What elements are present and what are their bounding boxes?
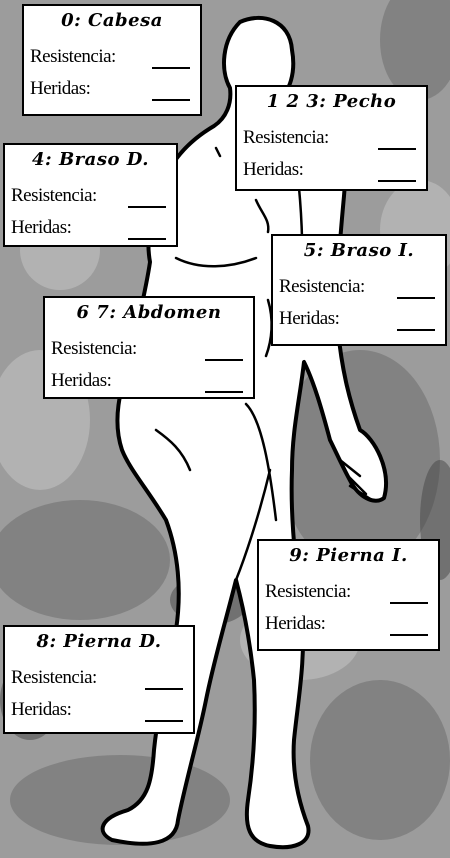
resistance-label: Resistencia: [243, 127, 329, 149]
resistance-label: Resistencia: [11, 185, 97, 207]
wounds-label: Heridas: [11, 699, 71, 721]
wounds-label: Heridas: [11, 217, 71, 239]
card-left-leg-title: 9: Pierna I. [259, 545, 438, 566]
resistance-label: Resistencia: [51, 338, 137, 360]
card-head-title: 0: Cabesa [24, 10, 200, 31]
resistance-row: Resistencia: [30, 46, 190, 72]
wounds-field[interactable] [397, 329, 435, 331]
card-chest-title: 1 2 3: Pecho [237, 91, 426, 112]
wounds-field[interactable] [378, 180, 416, 182]
resistance-label: Resistencia: [11, 667, 97, 689]
card-abdomen: 6 7: Abdomen Resistencia: Heridas: [43, 296, 255, 399]
wounds-field[interactable] [152, 99, 190, 101]
wounds-label: Heridas: [279, 308, 339, 330]
wounds-row: Heridas: [243, 159, 416, 185]
resistance-label: Resistencia: [265, 581, 351, 603]
resistance-field[interactable] [378, 148, 416, 150]
wounds-label: Heridas: [51, 370, 111, 392]
wounds-label: Heridas: [30, 78, 90, 100]
wounds-row: Heridas: [265, 613, 428, 639]
wounds-row: Heridas: [51, 370, 243, 396]
wounds-row: Heridas: [11, 217, 166, 243]
resistance-row: Resistencia: [279, 276, 435, 302]
card-right-leg: 8: Pierna D. Resistencia: Heridas: [3, 625, 195, 734]
resistance-field[interactable] [390, 602, 428, 604]
resistance-label: Resistencia: [30, 46, 116, 68]
resistance-row: Resistencia: [11, 667, 183, 693]
resistance-field[interactable] [152, 67, 190, 69]
resistance-row: Resistencia: [265, 581, 428, 607]
resistance-row: Resistencia: [11, 185, 166, 211]
wounds-row: Heridas: [11, 699, 183, 725]
wounds-label: Heridas: [265, 613, 325, 635]
card-left-arm: 5: Braso I. Resistencia: Heridas: [271, 234, 447, 346]
resistance-field[interactable] [128, 206, 166, 208]
wounds-label: Heridas: [243, 159, 303, 181]
wounds-field[interactable] [128, 238, 166, 240]
resistance-field[interactable] [145, 688, 183, 690]
wounds-row: Heridas: [279, 308, 435, 334]
card-right-arm-title: 4: Braso D. [5, 149, 176, 170]
card-chest: 1 2 3: Pecho Resistencia: Heridas: [235, 85, 428, 191]
resistance-row: Resistencia: [243, 127, 416, 153]
resistance-field[interactable] [397, 297, 435, 299]
card-right-leg-title: 8: Pierna D. [5, 631, 193, 652]
wounds-row: Heridas: [30, 78, 190, 104]
resistance-label: Resistencia: [279, 276, 365, 298]
card-right-arm: 4: Braso D. Resistencia: Heridas: [3, 143, 178, 247]
card-left-leg: 9: Pierna I. Resistencia: Heridas: [257, 539, 440, 651]
card-left-arm-title: 5: Braso I. [273, 240, 445, 261]
wounds-field[interactable] [390, 634, 428, 636]
card-abdomen-title: 6 7: Abdomen [45, 302, 253, 323]
wounds-field[interactable] [145, 720, 183, 722]
resistance-field[interactable] [205, 359, 243, 361]
card-head: 0: Cabesa Resistencia: Heridas: [22, 4, 202, 116]
wounds-field[interactable] [205, 391, 243, 393]
resistance-row: Resistencia: [51, 338, 243, 364]
